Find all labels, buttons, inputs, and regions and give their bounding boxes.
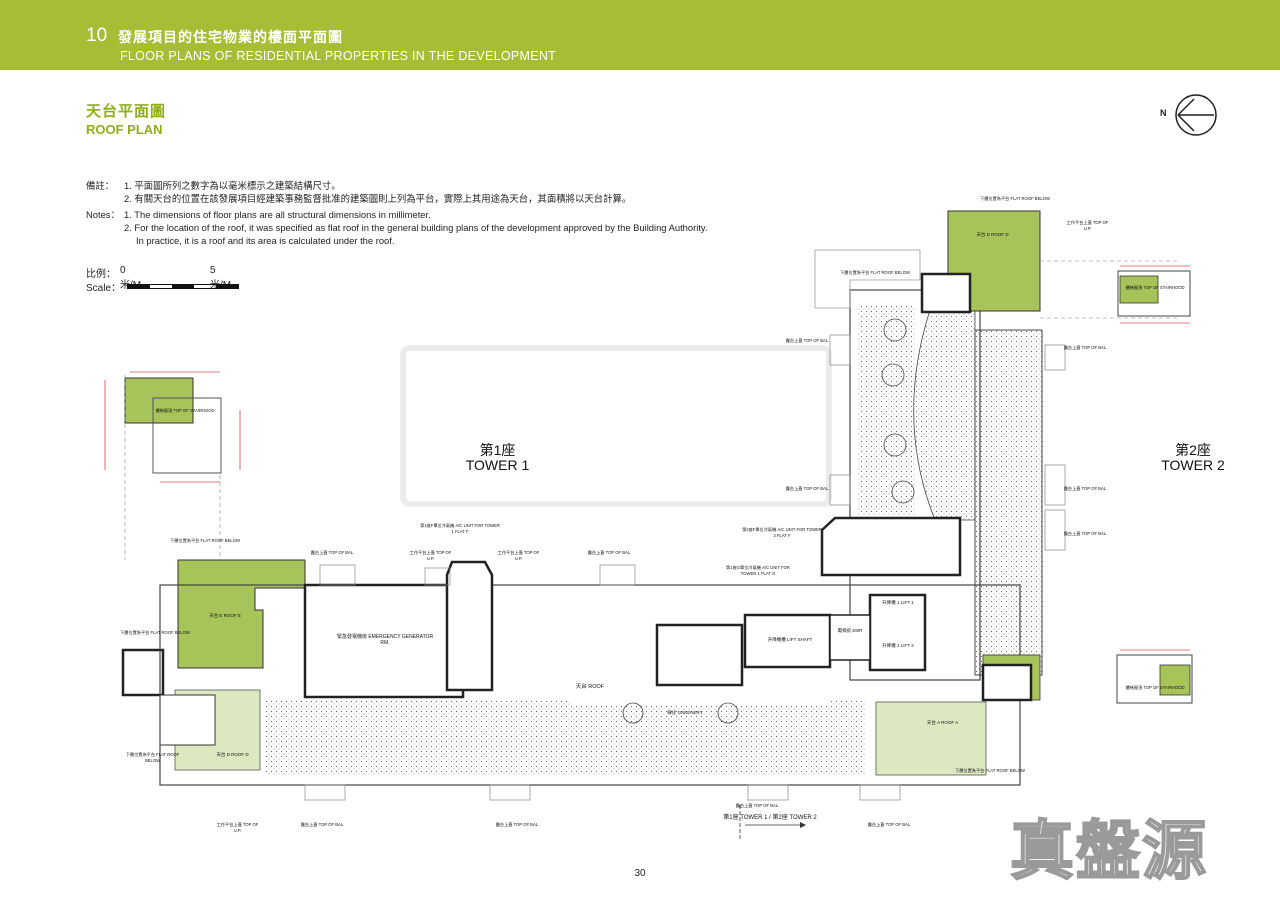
lift-1-2 [868, 593, 927, 672]
watermark-logo-faint [400, 345, 832, 507]
flat-roof-below-label-6: 下層位置為平台 FLAT ROOF BELOW [840, 270, 910, 275]
page-header: 10 發展項目的住宅物業的樓面平面圖 FLOOR PLANS OF RESIDE… [0, 0, 1280, 70]
lift1-label: 升降機 1 LIFT 1 [882, 600, 914, 605]
stair-top-right [920, 272, 972, 314]
greenery-circle [717, 702, 739, 724]
flat-roof-below-label: 下層位置為平台 FLAT ROOF BELOW [170, 538, 240, 543]
stairhood-right-low-label: 樓梯屋頂 TOP OF STAIRHOOD [1125, 685, 1185, 690]
roof-a-green [875, 701, 987, 776]
top-of-bal-label-11: 露台上蓋 TOP OF BAL. [1063, 531, 1108, 536]
flat-roof-below-top [814, 249, 921, 309]
ac-t1f-label: 第1座F單位冷氣機 A/C UNIT FOR TOWER 1 FLAT F [420, 523, 500, 534]
top-of-up-label-3: 工作平台上蓋 TOP OF U.P. [1066, 220, 1109, 231]
scale-label-en: Scale： [86, 283, 122, 294]
generator-room-label: 緊急發電機房 EMERGENCY GENERATOR RM. [336, 634, 434, 646]
header-title-en: FLOOR PLANS OF RESIDENTIAL PROPERTIES IN… [120, 49, 557, 63]
greenery-circle [881, 363, 905, 387]
tower2-label-en: TOWER 2 [1161, 457, 1225, 473]
top-of-bal-label-6: 露台上蓋 TOP OF BAL. [867, 822, 912, 827]
flat-roof-below-label-4: 下層位置為平台 FLAT ROOF BELOW [955, 768, 1025, 773]
emr-room [829, 614, 871, 661]
flat-roof-below-label-5: 下層位置為平台 FLAT ROOF BELOW [980, 196, 1050, 201]
scale-label-zh: 比例： [86, 269, 116, 280]
plan-title-en: ROOF PLAN [86, 122, 163, 137]
stairhood-left-label: 樓梯屋頂 TOP OF STAIRHOOD [155, 408, 215, 413]
notes-zh-item-2: 2. 有關天台的位置在該發展項目經建築事務監督批准的建築圖則上列為平台，實際上其… [124, 193, 632, 204]
top-of-up-label: 工作平台上蓋 TOP OF U.P. [409, 550, 452, 561]
notes-zh-label: 備註： [86, 180, 115, 191]
generator-room [303, 583, 465, 699]
greenery-circle [883, 433, 907, 457]
notes-en-label: Notes： [86, 209, 120, 220]
stairhood-left-green [124, 377, 194, 424]
tower2-greenery-curve [913, 309, 976, 521]
tower-divider-label: 第1座 TOWER 1 / 第2座 TOWER 2 [723, 815, 817, 821]
podium-greenery-strip [265, 700, 865, 775]
lift-core [655, 623, 744, 687]
emr-label: 電梯房 EMR [837, 628, 863, 633]
top-of-bal-label-7: 露台上蓋 TOP OF BAL. [785, 338, 830, 343]
tower2-greenery-dots-2 [858, 305, 916, 515]
greenery-circle [622, 702, 644, 724]
top-of-bal-label: 露台上蓋 TOP OF BAL. [310, 550, 355, 555]
stairhood-right [1117, 270, 1191, 317]
page-number: 30 [634, 868, 646, 879]
roof-e-green [177, 559, 306, 669]
ac-t2f-label: 第2座F單位冷氣機 A/C UNIT FOR TOWER 2 FLAT F [742, 527, 822, 538]
stairhood-right-green [1119, 275, 1159, 304]
stairhood-right-label: 樓梯屋頂 TOP OF STAIRHOOD [1125, 285, 1185, 290]
plan-title-zh: 天台平面圖 [86, 102, 167, 120]
roof-d-right-label: 天台 D ROOF D [976, 232, 1009, 237]
top-of-bal-label-8: 露台上蓋 TOP OF BAL. [785, 486, 830, 491]
top-of-up-label-2: 工作平台上蓋 TOP OF U.P. [497, 550, 540, 561]
watermark-logo: 真盤源 [1009, 814, 1208, 890]
greenery-circle [883, 318, 907, 342]
top-of-bal-label-9: 露台上蓋 TOP OF BAL. [1063, 345, 1108, 350]
stair-left-2 [159, 694, 216, 746]
lift2-label: 升降機 2 LIFT 2 [882, 643, 914, 648]
header-title-zh: 發展項目的住宅物業的樓面平面圖 [118, 30, 343, 46]
greenery-label: 綠化 GREENERY [667, 710, 703, 715]
tower1-label-zh: 第1座 [479, 442, 516, 458]
stairhood-right-low-green [1159, 664, 1191, 696]
stair-left [121, 648, 165, 697]
ac-t1g-label: 第1座G單位冷氣機 A/C UNIT FOR TOWER 1 FLAT G [726, 565, 790, 576]
stairhood-left-outline [152, 397, 222, 474]
stair-right [981, 663, 1033, 702]
scale-bar [127, 284, 239, 289]
roof-e-label: 天台 E ROOF E [209, 613, 241, 618]
north-label: N [1160, 108, 1167, 118]
tower2-label-zh: 第2座 [1175, 442, 1211, 458]
notes-en-item-1: 1. The dimensions of floor plans are all… [124, 209, 431, 220]
notes-en-item-2: 2. For the location of the roof, it was … [124, 222, 708, 233]
section-number: 10 [86, 25, 108, 46]
core-t1 [445, 560, 494, 692]
notes-en-item-2b: In practice, it is a roof and its area i… [136, 235, 395, 246]
north-arrow-icon: N [1158, 93, 1218, 137]
top-of-bal-label-2: 露台上蓋 TOP OF BAL. [587, 550, 632, 555]
notes-zh-item-1: 1. 平面圖所列之數字為以毫米標示之建築結構尺寸。 [124, 180, 341, 191]
flat-roof-below-label-3: 下層位置為平台 FLAT ROOF BELOW [125, 752, 180, 763]
top-of-bal-label-4: 露台上蓋 TOP OF BAL. [495, 822, 540, 827]
roof-d-left-label: 天台 D ROOF D [216, 752, 249, 757]
roof-label: 天台 ROOF [575, 684, 605, 690]
top-of-bal-label-5: 露台上蓋 TOP OF BAL. [735, 803, 780, 808]
stairhood-right-low [1116, 654, 1193, 704]
lift-shaft-label: 升降機槽 LIFT SHAFT [767, 637, 813, 642]
top-of-bal-label-10: 露台上蓋 TOP OF BAL. [1063, 486, 1108, 491]
core-t2 [820, 516, 962, 577]
tower1-label-en: TOWER 1 [465, 457, 530, 473]
greenery-circle [891, 480, 915, 504]
top-of-up-label-4: 工作平台上蓋 TOP OF U.P. [216, 822, 259, 833]
tower2-greenery-dots [974, 329, 1043, 676]
roof-a-label: 天台 A ROOF A [926, 720, 959, 725]
top-of-bal-label-3: 露台上蓋 TOP OF BAL. [300, 822, 345, 827]
flat-roof-below-label-2: 下層位置為平台 FLAT ROOF BELOW [120, 630, 190, 635]
